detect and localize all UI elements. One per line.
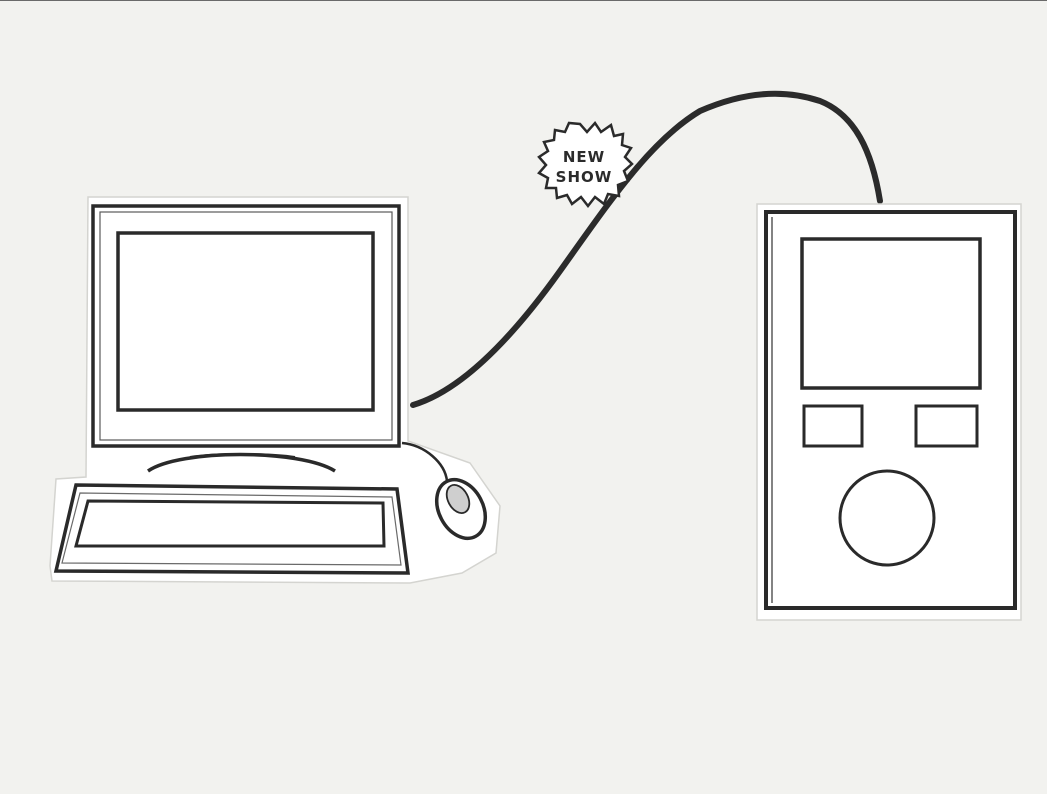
player-right-button: [916, 406, 977, 446]
keyboard-icon: [56, 485, 408, 573]
new-show-badge: NEW SHOW: [539, 123, 632, 206]
monitor-icon: [93, 206, 399, 471]
player-left-button: [804, 406, 862, 446]
media-player-icon: [757, 204, 1021, 620]
badge-line-1: NEW: [563, 148, 605, 166]
badge-line-2: SHOW: [556, 168, 613, 186]
player-click-wheel: [840, 471, 934, 565]
